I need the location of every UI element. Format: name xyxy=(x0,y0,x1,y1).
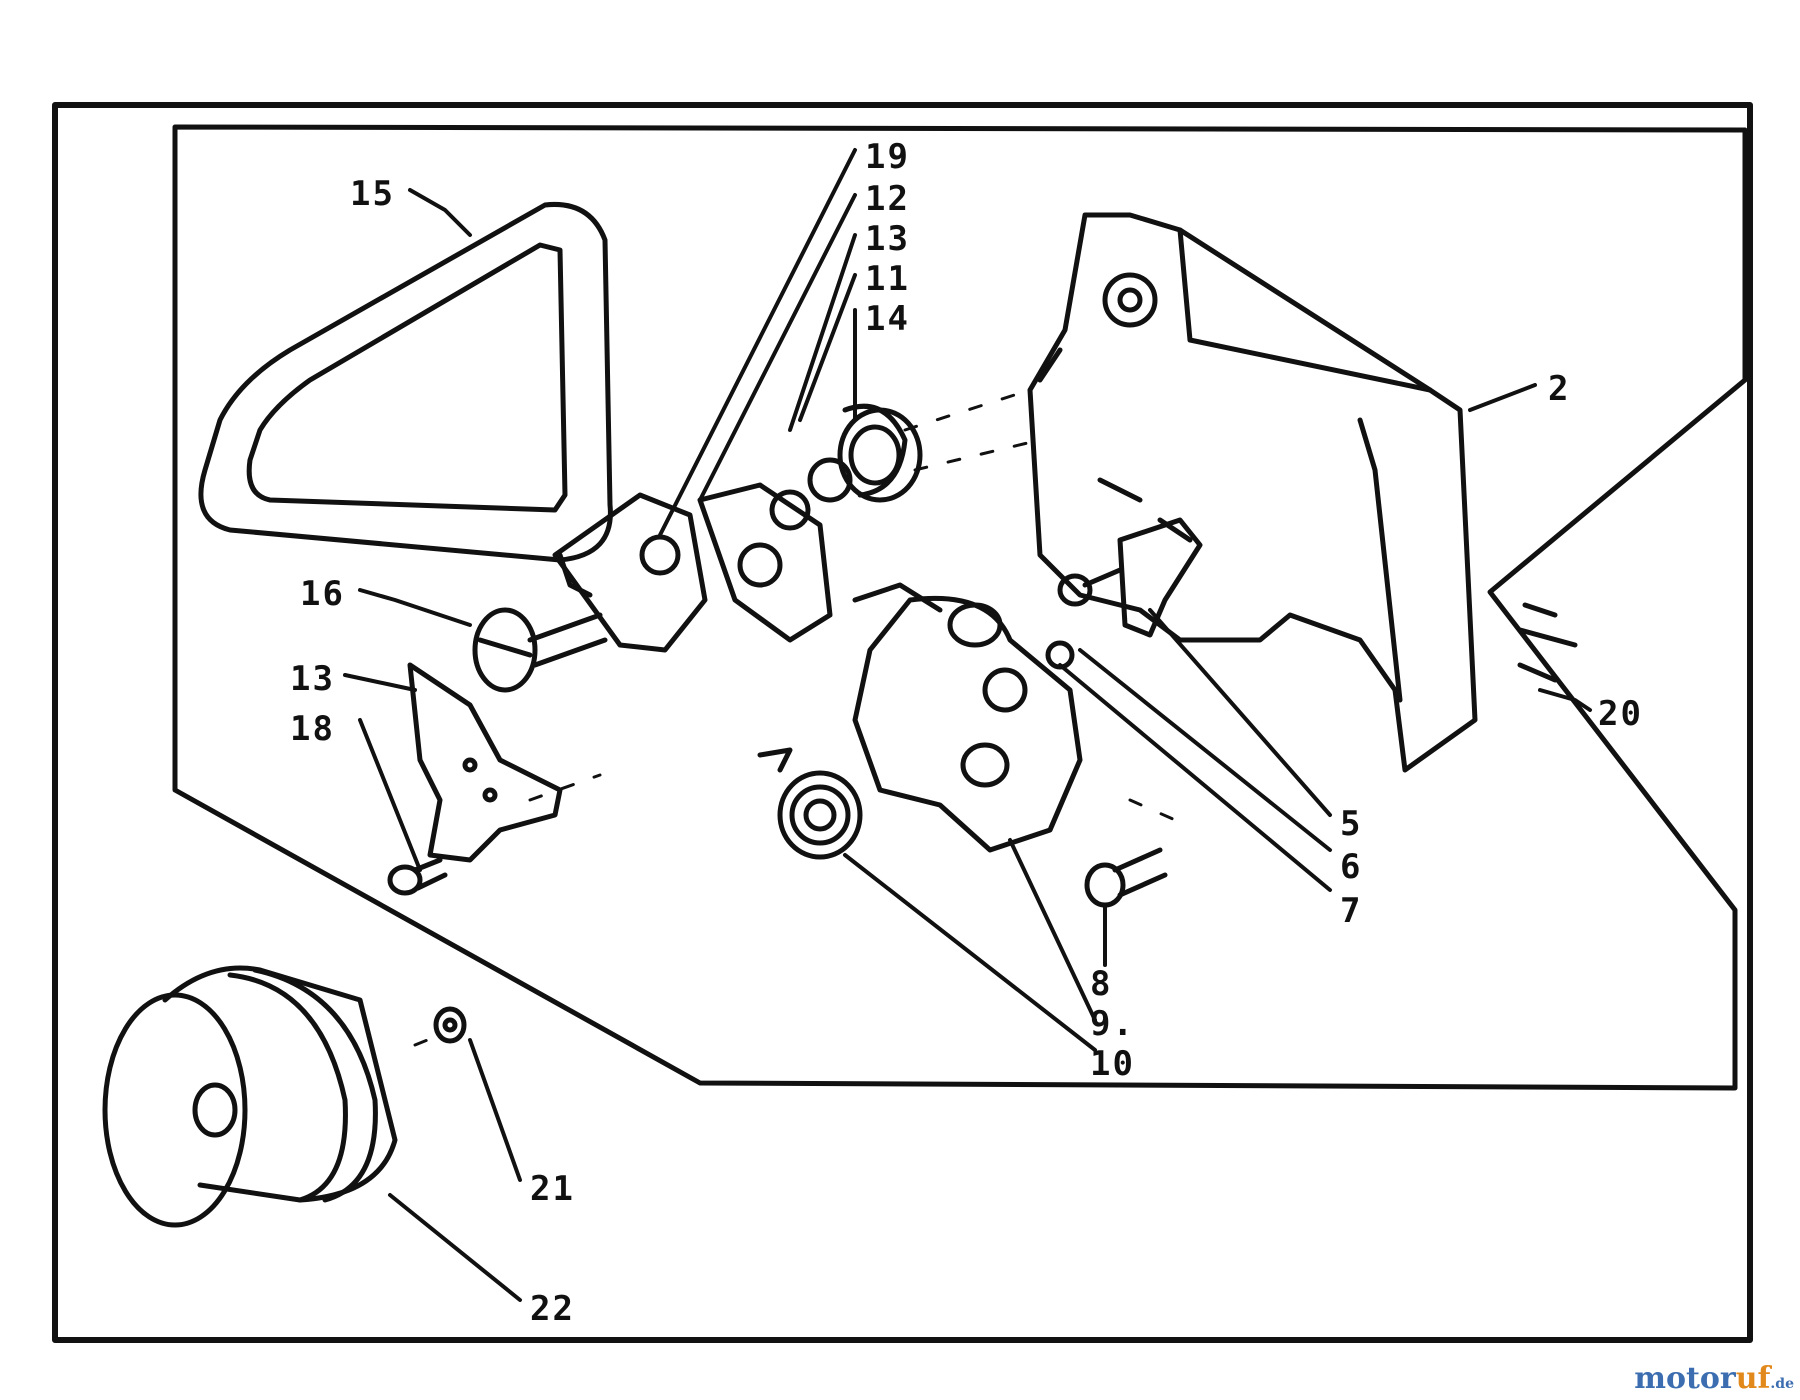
callout-20: 20 xyxy=(1598,694,1643,734)
inner-panel-border xyxy=(172,124,1748,1091)
callout-9: 9. xyxy=(1090,1004,1135,1044)
clip-part-20 xyxy=(1517,602,1578,683)
watermark-logo: motoruf.de xyxy=(1634,1361,1794,1396)
engine-housing-part-2 xyxy=(1027,212,1478,773)
pin-part-8 xyxy=(1084,847,1168,908)
outer-frame xyxy=(52,102,1753,1343)
watermark-suffix: .de xyxy=(1770,1376,1794,1392)
callout-6: 6 xyxy=(1340,847,1362,887)
callout-22: 22 xyxy=(530,1289,575,1329)
nut-part-21 xyxy=(433,1006,467,1044)
bolt-part-16 xyxy=(472,607,608,693)
dashed-alignment-lines xyxy=(413,388,1177,1047)
callout-labels: 15 19 12 13 11 14 2 16 13 18 20 5 6 7 8 … xyxy=(290,137,1643,1329)
clutch-assembly-part-9 xyxy=(852,582,1083,853)
callout-11: 11 xyxy=(865,259,910,299)
handle-bar-part-15 xyxy=(198,201,613,598)
pulley-part-22 xyxy=(102,965,398,1228)
callout-18: 18 xyxy=(290,709,335,749)
bracket-assembly-parts-19-12-13-11-14 xyxy=(552,403,923,653)
callout-13-upper: 13 xyxy=(865,219,910,259)
callout-13-lower: 13 xyxy=(290,659,335,699)
watermark-part-2: uf xyxy=(1735,1361,1771,1396)
callout-19: 19 xyxy=(865,137,910,177)
callout-16: 16 xyxy=(300,574,345,614)
callout-10: 10 xyxy=(1090,1044,1135,1084)
callout-5: 5 xyxy=(1340,804,1362,844)
callout-12: 12 xyxy=(865,179,910,219)
callout-14: 14 xyxy=(865,299,910,339)
callout-21: 21 xyxy=(530,1169,575,1209)
callout-2: 2 xyxy=(1548,369,1570,409)
callout-7: 7 xyxy=(1340,891,1362,931)
callout-8: 8 xyxy=(1090,964,1112,1004)
leader-lines xyxy=(343,148,1592,1302)
latch-plate-part-13 xyxy=(407,662,563,863)
callout-15: 15 xyxy=(350,174,395,214)
lever-part-5 xyxy=(1057,517,1203,638)
watermark-part-1: motor xyxy=(1634,1361,1736,1396)
spring-part-10 xyxy=(757,747,863,860)
